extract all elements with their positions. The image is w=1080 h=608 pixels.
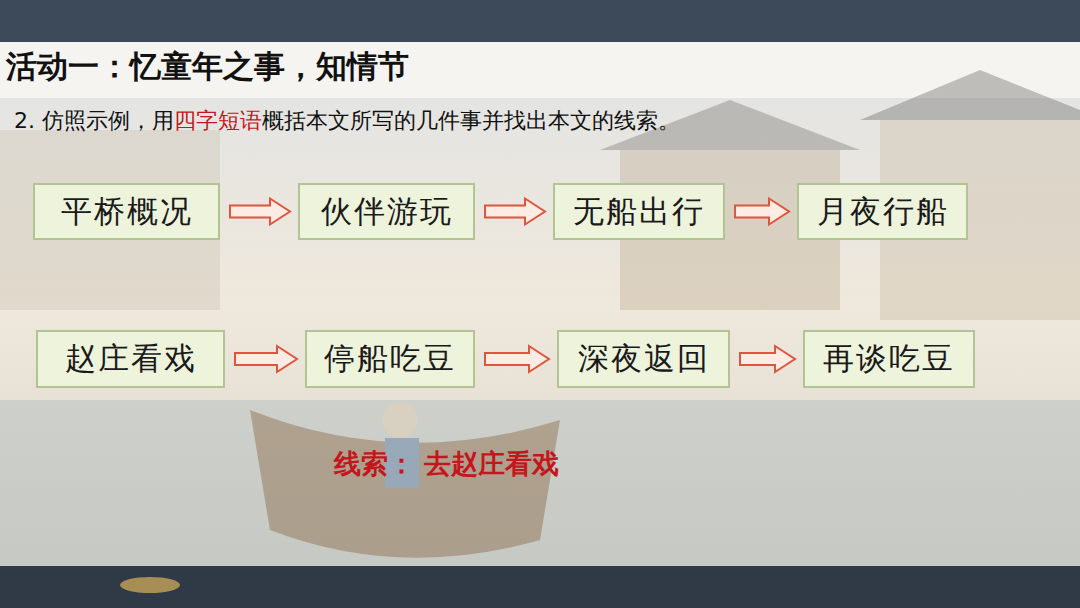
event-text: 月夜行船 <box>817 191 949 233</box>
slide-title: 活动一：忆童年之事，知情节 <box>6 46 409 88</box>
block-arrow <box>230 199 290 225</box>
event-box: 伙伴游玩 <box>298 183 475 240</box>
event-text: 伙伴游玩 <box>321 191 453 233</box>
instruction-text: 概括本文所写的几件事并找出本文的线索。 <box>262 108 680 133</box>
block-arrow <box>735 199 789 225</box>
event-text: 赵庄看戏 <box>65 338 197 380</box>
event-box: 赵庄看戏 <box>36 330 225 388</box>
event-box: 再谈吃豆 <box>803 330 975 388</box>
block-arrow <box>485 346 549 372</box>
block-arrow <box>485 199 545 225</box>
event-box: 无船出行 <box>553 183 725 240</box>
event-box: 停船吃豆 <box>305 330 475 388</box>
instruction: 2. 仿照示例，用四字短语概括本文所写的几件事并找出本文的线索。 <box>14 106 680 136</box>
instruction-text: 四字短语 <box>174 108 262 133</box>
event-text: 无船出行 <box>573 191 705 233</box>
event-text: 再谈吃豆 <box>823 338 955 380</box>
clue-text: 线索： 去赵庄看戏 <box>334 448 559 479</box>
event-box: 平桥概况 <box>33 183 220 240</box>
clue-label: 线索： 去赵庄看戏 <box>334 446 559 482</box>
event-box: 月夜行船 <box>797 183 968 240</box>
event-text: 停船吃豆 <box>324 338 456 380</box>
instruction-text: 2. 仿照示例，用 <box>14 108 174 133</box>
block-arrow <box>740 346 795 372</box>
title-text: 活动一：忆童年之事，知情节 <box>6 48 409 84</box>
event-text: 深夜返回 <box>578 338 710 380</box>
event-text: 平桥概况 <box>61 191 193 233</box>
event-box: 深夜返回 <box>557 330 730 388</box>
block-arrow <box>235 346 297 372</box>
